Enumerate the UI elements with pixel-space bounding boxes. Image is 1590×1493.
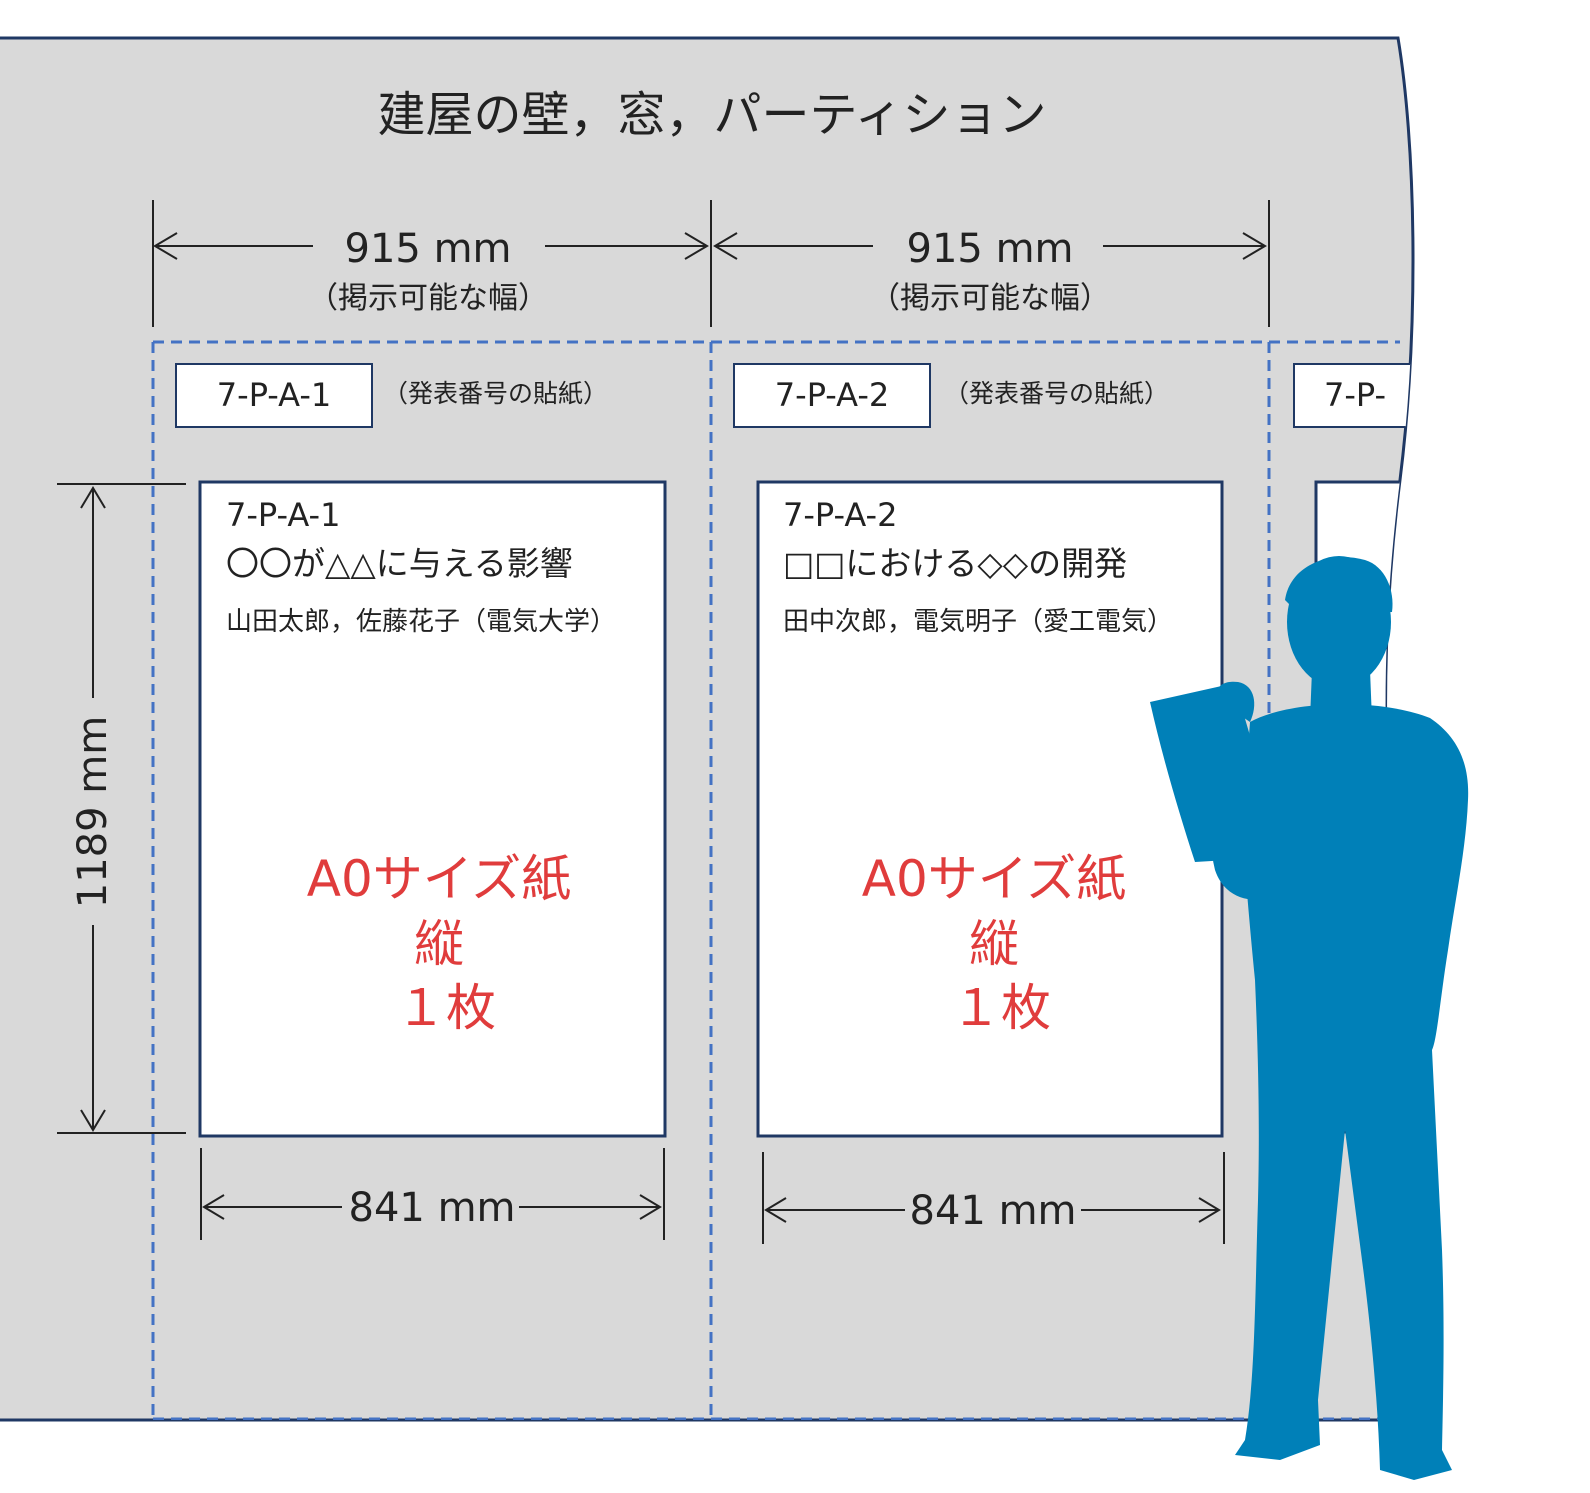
arrowhead-up-icon [80,486,106,509]
sticker-number-3: 7-P- [1324,376,1386,414]
poster-authors: 山田太郎，佐藤花子（電気大学） [226,607,616,637]
board-width-label: 915 mm [345,226,512,272]
poster-size-line-1: A0サイズ紙 [307,850,572,908]
sticker-note: （発表番号の貼紙） [944,379,1169,408]
arrowhead-left-icon [764,1197,787,1223]
sticker-number: 7-P-A-2 [775,376,889,414]
sticker-box [733,363,931,428]
arrowhead-left-icon [713,232,738,260]
person-icon [1150,556,1469,1480]
sticker-number: 7-P-A-1 [217,376,331,414]
person-torso [1235,704,1469,1480]
poster-sheet [756,480,1224,1138]
poster-size-line-2: 縦 [969,915,1019,973]
clipboard-icon [1150,683,1275,862]
person-cap [1285,556,1393,615]
poster-id: 7-P-A-2 [783,496,897,534]
poster-size-line-3: １枚 [396,979,496,1037]
board-boundaries [151,340,1400,1420]
poster-width-label: 841 mm [349,1185,516,1231]
board-width-dimension-1: 915 mm （掲示可能な幅） [152,200,712,327]
poster-width-label: 841 mm [910,1188,1077,1234]
poster-size-line-2: 縦 [414,915,464,973]
poster-board-1: 7-P-A-1 （発表番号の貼紙） 7-P-A-1 〇〇が△△に与える影響 山田… [175,363,667,1240]
poster-title: 〇〇が△△に与える影響 [226,544,573,583]
poster-authors: 田中次郎，電気明子（愛工電気） [783,607,1173,637]
poster-title: □□における◇◇の開発 [783,544,1127,583]
arrowhead-left-icon [153,232,178,260]
sticker-note: （発表番号の貼紙） [383,379,608,408]
poster-height-label: 1189 mm [70,716,116,908]
poster-height-dimension: 1189 mm [57,483,186,1134]
arrowhead-right-icon [639,1194,662,1220]
arrowhead-right-icon [1198,1197,1221,1223]
arrowhead-down-icon [80,1109,106,1132]
poster-sheet [198,480,667,1138]
arrowhead-right-icon [684,232,709,260]
arrowhead-left-icon [202,1194,225,1220]
arrowhead-right-icon [1242,232,1267,260]
sticker-box [175,363,373,428]
board-width-note: （掲示可能な幅） [308,281,548,316]
poster-board-2: 7-P-A-2 （発表番号の貼紙） 7-P-A-2 □□における◇◇の開発 田中… [733,363,1225,1244]
board-width-label: 915 mm [907,226,1074,272]
sticker-box-3 [1293,363,1413,428]
wall-title: 建屋の壁，窓，パーティション [377,87,1046,143]
poster-id: 7-P-A-1 [226,496,340,534]
board-width-dimension-2: 915 mm （掲示可能な幅） [713,200,1270,327]
poster-size-line-1: A0サイズ紙 [862,850,1127,908]
board-width-note: （掲示可能な幅） [870,281,1110,316]
poster-size-line-3: １枚 [951,979,1051,1037]
